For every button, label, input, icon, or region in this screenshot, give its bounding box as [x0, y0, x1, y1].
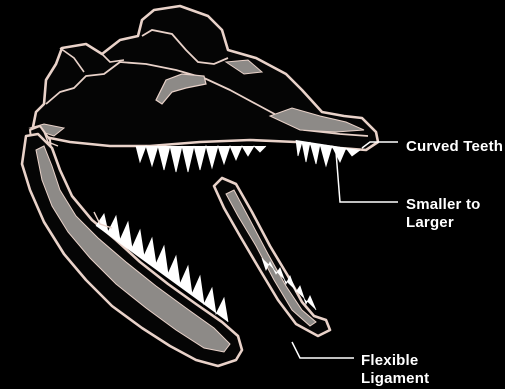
label-smaller-to-larger-line2: Larger	[406, 214, 481, 232]
label-curved-teeth: Curved Teeth	[406, 138, 503, 156]
label-smaller-to-larger: Smaller to Larger	[406, 196, 481, 232]
leader-smaller-to-larger	[336, 152, 398, 202]
upper-teeth	[136, 146, 266, 172]
label-flexible-ligament-line2: Ligament	[361, 370, 429, 388]
label-flexible-ligament: Flexible Ligament	[361, 352, 429, 388]
leader-flexible-ligament	[292, 342, 354, 358]
label-flexible-ligament-line1: Flexible	[361, 352, 429, 370]
label-smaller-to-larger-line1: Smaller to	[406, 196, 481, 214]
label-curved-teeth-text: Curved Teeth	[406, 138, 503, 156]
